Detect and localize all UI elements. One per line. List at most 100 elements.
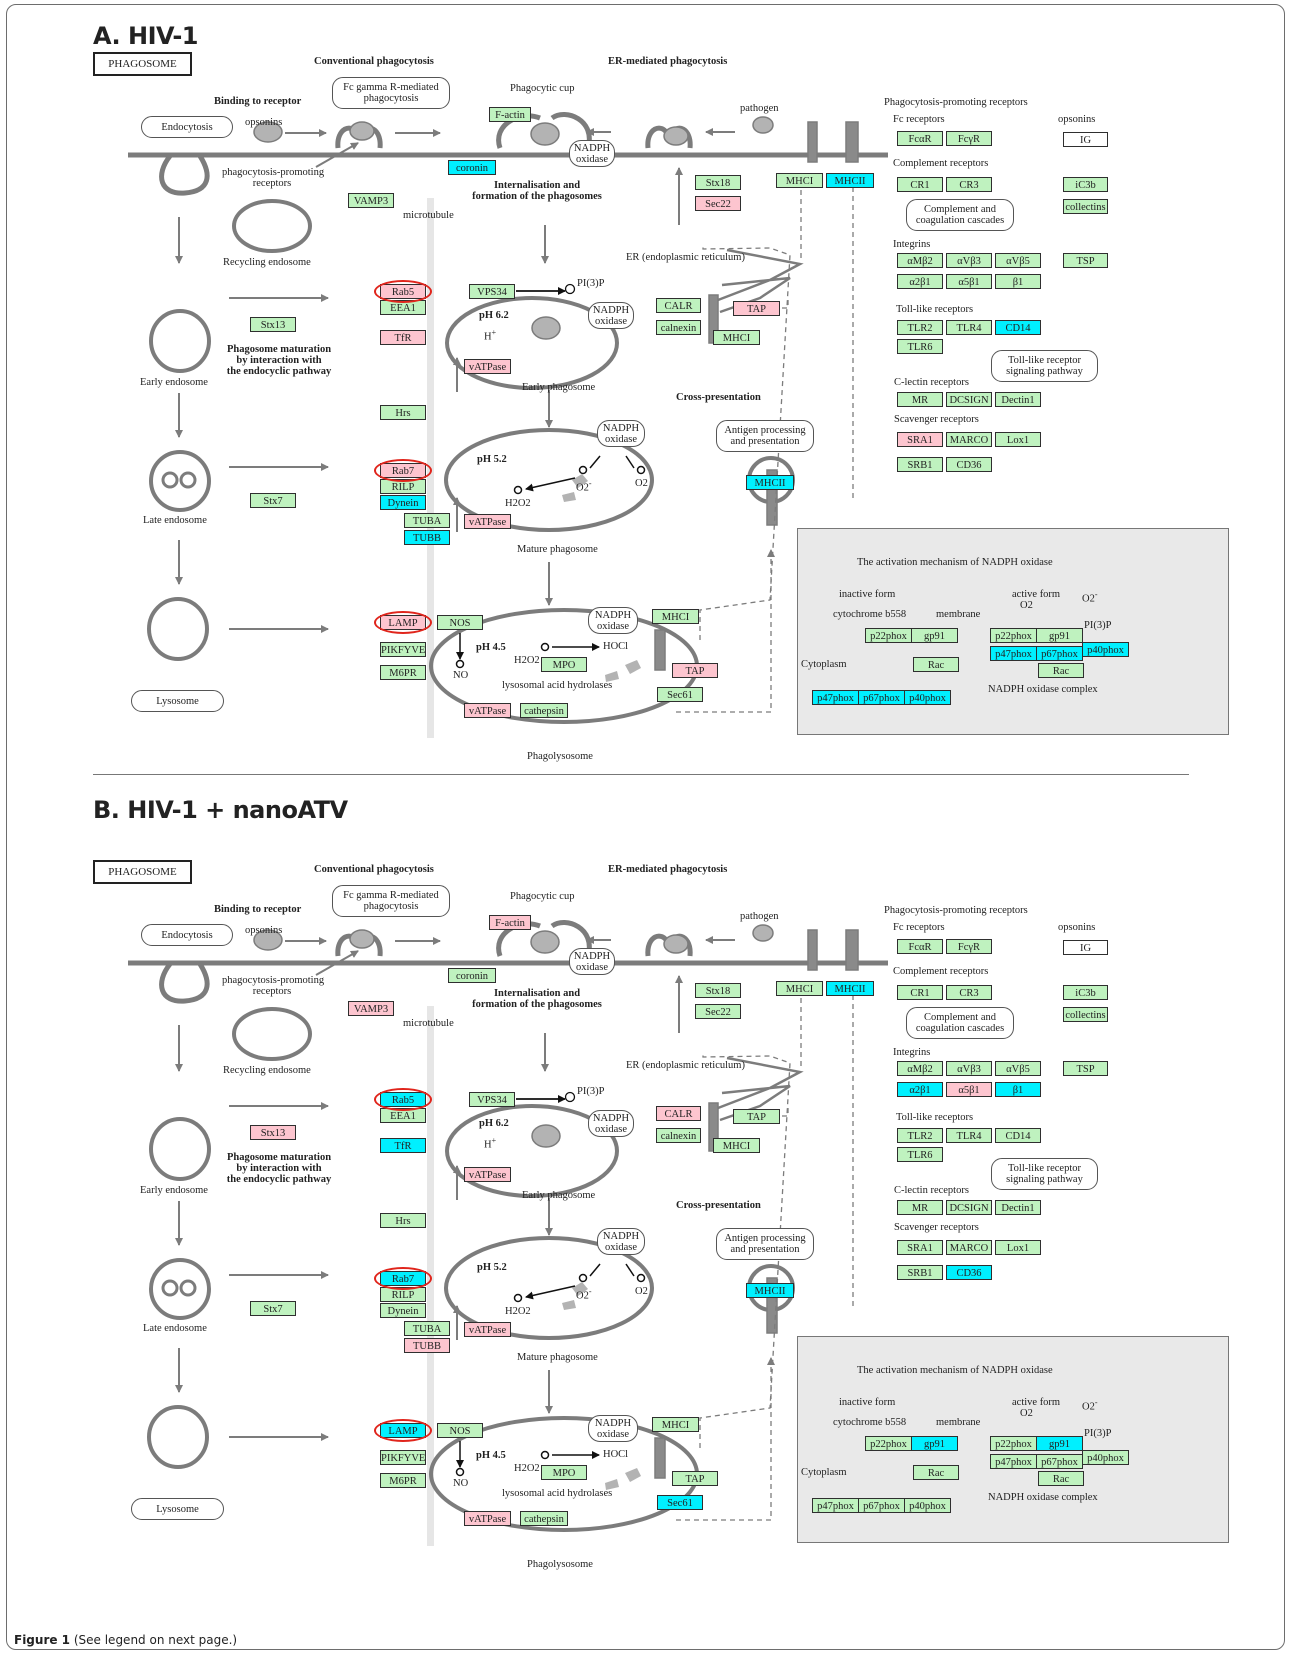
gene-box-sec61[interactable]: Sec61 [657, 1495, 703, 1510]
gene-box-sra1[interactable]: SRA1 [897, 1240, 943, 1255]
gene-box-marco[interactable]: MARCO [946, 1240, 992, 1255]
gene-box-mhcii-side[interactable]: MHCII [746, 1283, 794, 1298]
gene-box-p47phox-a[interactable]: p47phox [990, 646, 1037, 661]
gene-box-dectin1[interactable]: Dectin1 [995, 392, 1041, 407]
gene-box-pikfyve[interactable]: PIKFYVE [380, 1450, 426, 1465]
gene-box-stx18[interactable]: Stx18 [695, 175, 741, 190]
gene-box-p22phox-a[interactable]: p22phox [990, 628, 1037, 643]
gene-box-cd14[interactable]: CD14 [995, 1128, 1041, 1143]
gene-box-tap2[interactable]: TAP [672, 663, 718, 678]
gene-box-calr[interactable]: CALR [656, 298, 701, 313]
gene-box-gp91-i[interactable]: gp91 [911, 628, 958, 643]
gene-box-hrs[interactable]: Hrs [380, 1213, 426, 1228]
gene-box-tsp[interactable]: TSP [1063, 1061, 1108, 1076]
gene-box-nos[interactable]: NOS [437, 1423, 483, 1438]
gene-box-tlr2[interactable]: TLR2 [897, 320, 943, 335]
gene-box-amb2[interactable]: αMβ2 [897, 1061, 943, 1076]
gene-box-stx13[interactable]: Stx13 [250, 1125, 296, 1140]
gene-box-cathepsin[interactable]: cathepsin [520, 703, 568, 718]
gene-box-tap1[interactable]: TAP [733, 301, 780, 316]
gene-box-avb3[interactable]: αVβ3 [946, 1061, 992, 1076]
gene-box-vatpase1[interactable]: vATPase [464, 359, 511, 374]
gene-box-mr[interactable]: MR [897, 392, 943, 407]
gene-box-mhci-top[interactable]: MHCI [776, 981, 823, 996]
gene-box-p22phox-a[interactable]: p22phox [990, 1436, 1037, 1451]
gene-box-tubb[interactable]: TUBB [404, 1338, 450, 1353]
gene-box-gp91-i[interactable]: gp91 [911, 1436, 958, 1451]
gene-box-fcgr[interactable]: FcγR [946, 939, 992, 954]
gene-box-fcar[interactable]: FcαR [897, 131, 943, 146]
gene-box-dcsign[interactable]: DCSIGN [946, 392, 992, 407]
gene-box-amb2[interactable]: αMβ2 [897, 253, 943, 268]
gene-box-facting[interactable]: F-actin [489, 107, 531, 122]
gene-box-p40phox-i[interactable]: p40phox [904, 1498, 951, 1513]
gene-box-avb5[interactable]: αVβ5 [995, 1061, 1041, 1076]
gene-box-stx18[interactable]: Stx18 [695, 983, 741, 998]
gene-box-collectins[interactable]: collectins [1063, 1007, 1108, 1022]
gene-box-fcar[interactable]: FcαR [897, 939, 943, 954]
gene-box-stx13[interactable]: Stx13 [250, 317, 296, 332]
gene-box-coronin[interactable]: coronin [448, 968, 496, 983]
gene-box-pikfyve[interactable]: PIKFYVE [380, 642, 426, 657]
gene-box-avb3[interactable]: αVβ3 [946, 253, 992, 268]
gene-box-marco[interactable]: MARCO [946, 432, 992, 447]
gene-box-cd14[interactable]: CD14 [995, 320, 1041, 335]
gene-box-mhci-low[interactable]: MHCI [652, 1417, 699, 1432]
gene-box-a5b1[interactable]: α5β1 [946, 274, 992, 289]
gene-box-vatpase2[interactable]: vATPase [464, 514, 511, 529]
gene-box-vatpase3[interactable]: vATPase [464, 1511, 511, 1526]
gene-box-dynein[interactable]: Dynein [380, 1303, 426, 1318]
gene-box-dynein[interactable]: Dynein [380, 495, 426, 510]
gene-box-tsp[interactable]: TSP [1063, 253, 1108, 268]
gene-box-rac-a[interactable]: Rac [1038, 663, 1084, 678]
gene-box-mhcii-top[interactable]: MHCII [826, 981, 874, 996]
gene-box-sec22[interactable]: Sec22 [695, 196, 741, 211]
gene-box-mhcii-top[interactable]: MHCII [826, 173, 874, 188]
gene-box-fcgr[interactable]: FcγR [946, 131, 992, 146]
gene-box-mhci-low[interactable]: MHCI [652, 609, 699, 624]
gene-box-gp91-a[interactable]: gp91 [1036, 628, 1083, 643]
gene-box-a2b1[interactable]: α2β1 [897, 1082, 943, 1097]
gene-box-coronin[interactable]: coronin [448, 160, 496, 175]
gene-box-nos[interactable]: NOS [437, 615, 483, 630]
gene-box-vatpase1[interactable]: vATPase [464, 1167, 511, 1182]
gene-box-p22phox-i[interactable]: p22phox [865, 628, 912, 643]
gene-box-cr1[interactable]: CR1 [897, 985, 943, 1000]
gene-box-tubb[interactable]: TUBB [404, 530, 450, 545]
gene-box-p40phox-a[interactable]: p40phox [1082, 1450, 1129, 1465]
gene-box-cr3[interactable]: CR3 [946, 985, 992, 1000]
gene-box-p47phox-i[interactable]: p47phox [812, 690, 859, 705]
gene-box-mpo[interactable]: MPO [541, 657, 587, 672]
gene-box-p67phox-i[interactable]: p67phox [858, 690, 905, 705]
gene-box-p40phox-a[interactable]: p40phox [1082, 642, 1129, 657]
gene-box-lox1[interactable]: Lox1 [995, 1240, 1041, 1255]
gene-box-mhci-top[interactable]: MHCI [776, 173, 823, 188]
gene-box-tfr[interactable]: TfR [380, 1138, 426, 1153]
gene-box-tlr6[interactable]: TLR6 [897, 339, 943, 354]
gene-box-p67phox-a[interactable]: p67phox [1036, 646, 1083, 661]
gene-box-calr[interactable]: CALR [656, 1106, 701, 1121]
gene-box-mhci-mid[interactable]: MHCI [713, 1138, 760, 1153]
gene-box-sra1[interactable]: SRA1 [897, 432, 943, 447]
gene-box-p67phox-i[interactable]: p67phox [858, 1498, 905, 1513]
gene-box-cd36[interactable]: CD36 [946, 457, 992, 472]
gene-box-cr3[interactable]: CR3 [946, 177, 992, 192]
gene-box-m6pr[interactable]: M6PR [380, 665, 426, 680]
endocytosis-pathway-link[interactable]: Endocytosis [141, 116, 233, 138]
gene-box-tlr4[interactable]: TLR4 [946, 1128, 992, 1143]
gene-box-vps34[interactable]: VPS34 [469, 284, 515, 299]
gene-box-vatpase3[interactable]: vATPase [464, 703, 511, 718]
gene-box-tuba[interactable]: TUBA [404, 513, 450, 528]
gene-box-p47phox-a[interactable]: p47phox [990, 1454, 1037, 1469]
gene-box-srb1[interactable]: SRB1 [897, 1265, 943, 1280]
gene-box-mpo[interactable]: MPO [541, 1465, 587, 1480]
gene-box-mhcii-side[interactable]: MHCII [746, 475, 794, 490]
gene-box-cd36[interactable]: CD36 [946, 1265, 992, 1280]
gene-box-b1[interactable]: β1 [995, 1082, 1041, 1097]
gene-box-cr1[interactable]: CR1 [897, 177, 943, 192]
gene-box-tlr2[interactable]: TLR2 [897, 1128, 943, 1143]
gene-box-sec22[interactable]: Sec22 [695, 1004, 741, 1019]
gene-box-gp91-a[interactable]: gp91 [1036, 1436, 1083, 1451]
